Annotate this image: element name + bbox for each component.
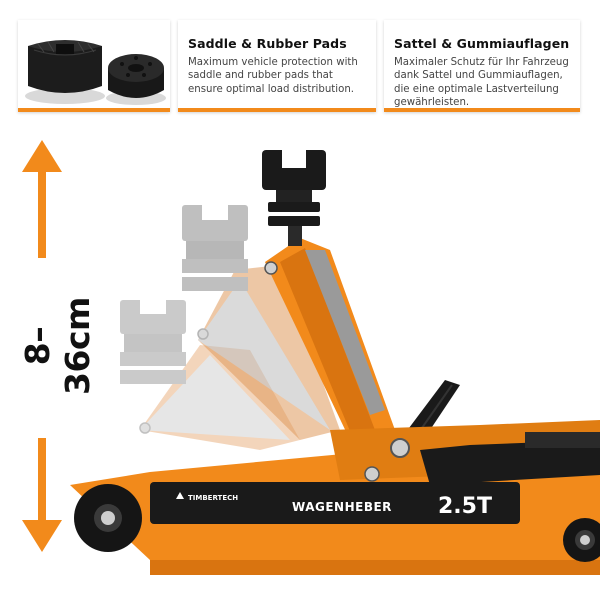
feature-text-english: Maximum vehicle protection with saddle a… xyxy=(188,57,358,95)
jack-arm-ghost-mid xyxy=(182,205,340,440)
pads-image-card xyxy=(18,20,170,112)
jack-label-plate xyxy=(150,482,520,524)
height-range-label: 8–36cm xyxy=(18,297,97,395)
pads-illustration xyxy=(25,40,166,105)
card-accent-bar xyxy=(18,108,170,112)
card-accent-bar xyxy=(384,108,580,112)
arrow-down-icon xyxy=(22,520,62,552)
feature-title-english: Saddle & Rubber Pads xyxy=(188,36,347,51)
feature-card-english: Saddle & Rubber Pads Maximum vehicle pro… xyxy=(178,20,376,112)
feature-title-german: Sattel & Gummiauflagen xyxy=(394,36,570,51)
jack-body xyxy=(70,420,600,575)
jack-label-text: WAGENHEBER xyxy=(292,500,392,514)
saddle-pad xyxy=(25,40,105,104)
card-accent-bar xyxy=(178,108,376,112)
rubber-pad xyxy=(106,54,166,105)
jack-rear-wheel xyxy=(563,518,600,562)
brand-logo-text: TIMBERTECH xyxy=(188,494,238,502)
jack-capacity-text: 2.5T xyxy=(438,494,492,519)
jack-arm-main xyxy=(262,150,395,440)
arrow-up-icon xyxy=(22,140,62,172)
feature-text-german: Maximaler Schutz für Ihr Fahrzeug dank S… xyxy=(394,57,569,109)
timbertech-logo: TIMBERTECH xyxy=(176,492,238,502)
feature-card-german: Sattel & Gummiauflagen Maximaler Schutz … xyxy=(384,20,580,112)
jack-front-wheel xyxy=(74,484,142,552)
height-arrow xyxy=(22,140,62,552)
jack-arm-ghost-low xyxy=(120,300,300,450)
